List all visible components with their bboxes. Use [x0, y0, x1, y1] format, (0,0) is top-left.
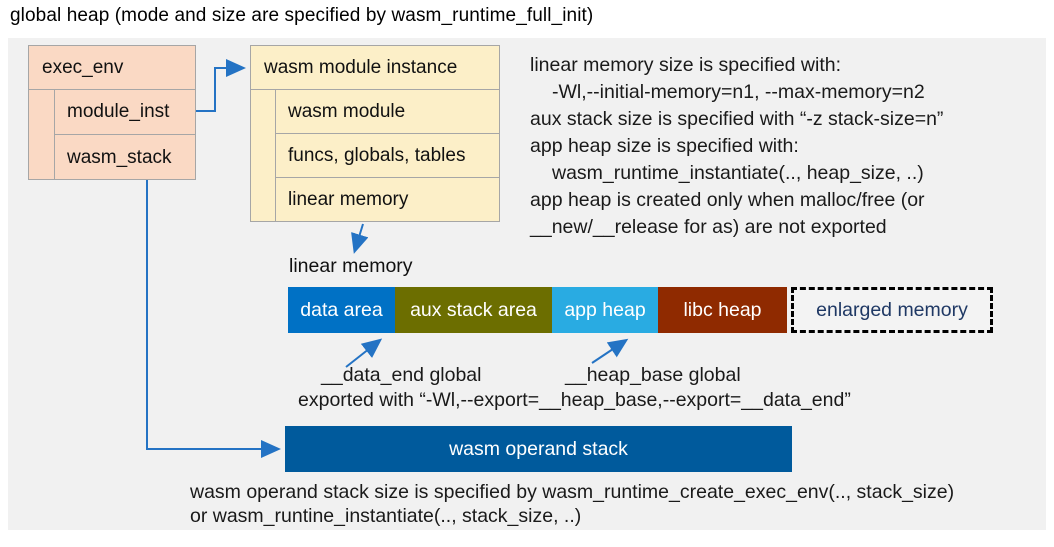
exec-env-rows: module_inst wasm_stack	[54, 90, 195, 180]
note-line: app heap size is specified with:	[530, 135, 799, 157]
note-line: __new/__release for as) are not exported	[530, 216, 887, 238]
notes-right: linear memory size is specified with: -W…	[530, 52, 943, 241]
diagram-panel: exec_env module_inst wasm_stack wasm mod…	[8, 38, 1046, 530]
module-instance-box: wasm module instance wasm module funcs, …	[250, 45, 500, 222]
footer-notes: wasm operand stack size is specified by …	[190, 481, 954, 528]
diagram-title: global heap (mode and size are specified…	[10, 5, 594, 26]
linear-memory-label: linear memory	[289, 255, 413, 277]
segment-enlarged-memory: enlarged memory	[791, 287, 993, 333]
heap-base-global-label: __heap_base global	[565, 364, 741, 386]
segment-libc-heap: libc heap	[658, 287, 787, 333]
note-line: wasm_runtime_instantiate(.., heap_size, …	[552, 162, 924, 184]
segment-app-heap: app heap	[552, 287, 658, 333]
connector-heap-base	[591, 338, 629, 364]
footer-line: or wasm_runtine_instantiate(.., stack_si…	[190, 504, 582, 527]
field-wasm-stack: wasm_stack	[54, 135, 195, 180]
note-line: linear memory size is specified with:	[530, 54, 842, 76]
operand-stack-bar: wasm operand stack	[285, 426, 792, 472]
module-instance-rows: wasm module funcs, globals, tables linea…	[275, 90, 499, 222]
field-wasm-module: wasm module	[275, 90, 499, 134]
connector-linear-memory	[351, 223, 369, 254]
exec-env-header: exec_env	[29, 46, 195, 90]
note-line: app heap is created only when malloc/fre…	[530, 189, 925, 211]
linear-memory-bar: data area aux stack area app heap libc h…	[288, 287, 993, 333]
exported-with-label: exported with “-Wl,--export=__heap_base,…	[298, 389, 851, 411]
segment-data-area: data area	[288, 287, 395, 333]
note-line: -Wl,--initial-memory=n1, --max-memory=n2	[552, 81, 925, 103]
exec-env-box: exec_env module_inst wasm_stack	[28, 45, 196, 180]
field-module-inst: module_inst	[54, 90, 195, 135]
segment-aux-stack-area: aux stack area	[395, 287, 552, 333]
footer-line: wasm operand stack size is specified by …	[190, 481, 955, 503]
field-linear-memory: linear memory	[275, 178, 499, 222]
data-end-global-label: __data_end global	[321, 364, 482, 386]
note-line: aux stack size is specified with “-z sta…	[530, 108, 944, 130]
module-instance-header: wasm module instance	[251, 46, 499, 90]
field-funcs-globals-tables: funcs, globals, tables	[275, 134, 499, 178]
